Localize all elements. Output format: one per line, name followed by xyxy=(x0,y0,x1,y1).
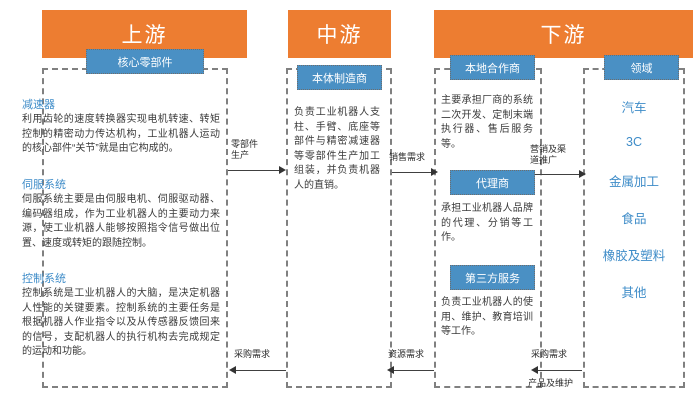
connector-line-sales-demand xyxy=(392,172,434,173)
connector-label-parts-production-line1: 零部件 xyxy=(231,139,259,149)
connector-arrow-procurement-demand-2 xyxy=(531,366,538,374)
connector-arrow-procurement-demand-1 xyxy=(229,366,236,374)
field-item-food: 食品 xyxy=(621,212,647,226)
block-control-system-title: 控制系统 xyxy=(22,273,66,285)
block-agent-text: 承担工业机器人品牌的代理、分销等工作。 xyxy=(441,203,533,243)
field-item-other: 其他 xyxy=(621,286,647,300)
block-servo-system: 伺服系统 伺服系统主要是由伺服电机、伺服驱动器、编码器组成，作为工业机器人的主要… xyxy=(22,178,220,251)
field-list: 汽车 3C 金属加工 食品 橡胶及塑料 其他 xyxy=(583,68,685,388)
connector-line-parts-production xyxy=(228,170,282,171)
block-third-party-service-text: 负责工业机器人的使用、维护、教育培训等工作。 xyxy=(441,297,533,337)
field-item-rubber-plastics: 橡胶及塑料 xyxy=(602,249,666,263)
connector-line-procurement-demand-2 xyxy=(536,370,582,371)
panel-downstream-fields xyxy=(583,68,685,388)
banner-downstream: 下游 xyxy=(434,10,693,58)
block-body-manufacturer: 负责工业机器人支柱、手臂、底座等部件与精密减速器等零部件生产加工组装，并负责机器… xyxy=(294,106,380,193)
block-reducer-text: 利用齿轮的速度转换器实现电机转速、转矩控制的精密动力传达机构，工业机器人运动的核… xyxy=(22,114,220,154)
connector-label-parts-production: 零部件 生产 xyxy=(231,139,258,161)
block-local-partner: 主要承担厂商的系统二次开发、定制末端执行器、售后服务等。 xyxy=(441,94,533,152)
connector-label-product-maintenance: 产品及维护 xyxy=(528,378,574,388)
block-agent: 承担工业机器人品牌的代理、分销等工作。 xyxy=(441,202,533,246)
connector-label-procurement-demand-1: 采购需求 xyxy=(234,349,271,359)
connector-arrow-marketing-channel xyxy=(579,170,586,178)
chip-third-party-service[interactable]: 第三方服务 xyxy=(450,265,535,290)
chip-core-components[interactable]: 核心零部件 xyxy=(86,49,204,74)
chip-local-partner[interactable]: 本地合作商 xyxy=(450,55,535,80)
connector-arrow-parts-production xyxy=(279,166,286,174)
block-reducer: 减速器 利用齿轮的速度转换器实现电机转速、转矩控制的精密动力传达机构，工业机器人… xyxy=(22,98,220,157)
block-reducer-title: 减速器 xyxy=(22,99,55,111)
connector-label-sales-demand: 销售需求 xyxy=(389,152,426,162)
block-third-party-service: 负责工业机器人的使用、维护、教育培训等工作。 xyxy=(441,296,533,340)
field-item-metal-processing: 金属加工 xyxy=(608,175,659,189)
block-control-system-text: 控制系统是工业机器人的大脑，是决定机器人性能的关键要素。控制系统的主要任务是根据… xyxy=(22,288,220,357)
chip-body-manufacturer[interactable]: 本体制造商 xyxy=(297,65,382,90)
connector-label-resource-demand: 资源需求 xyxy=(388,349,425,359)
connector-arrow-sales-demand xyxy=(431,168,438,176)
connector-label-parts-production-line2: 生产 xyxy=(231,150,250,160)
block-servo-system-title: 伺服系统 xyxy=(22,179,66,191)
connector-line-procurement-demand-1 xyxy=(234,370,286,371)
connector-label-marketing-channel-line1: 营销及渠 xyxy=(530,144,567,154)
connector-line-marketing-channel xyxy=(531,174,582,175)
connector-line-resource-demand xyxy=(392,370,434,371)
connector-label-procurement-demand-2: 采购需求 xyxy=(531,349,568,359)
field-item-3c: 3C xyxy=(626,135,642,149)
field-item-automotive: 汽车 xyxy=(621,101,647,115)
chip-agent[interactable]: 代理商 xyxy=(450,170,535,195)
banner-midstream: 中游 xyxy=(288,10,391,58)
block-local-partner-text: 主要承担厂商的系统二次开发、定制末端执行器、售后服务等。 xyxy=(441,95,533,150)
block-body-manufacturer-text: 负责工业机器人支柱、手臂、底座等部件与精密减速器等零部件生产加工组装，并负责机器… xyxy=(294,107,380,191)
connector-arrow-resource-demand xyxy=(387,366,394,374)
block-servo-system-text: 伺服系统主要是由伺服电机、伺服驱动器、编码器组成，作为工业机器人的主要动力来源，… xyxy=(22,194,220,249)
block-control-system: 控制系统 控制系统是工业机器人的大脑，是决定机器人性能的关键要素。控制系统的主要… xyxy=(22,272,220,360)
connector-label-marketing-channel: 营销及渠 道推广 xyxy=(530,144,566,166)
connector-label-marketing-channel-line2: 道推广 xyxy=(530,155,558,165)
chip-fields[interactable]: 领域 xyxy=(604,55,679,80)
